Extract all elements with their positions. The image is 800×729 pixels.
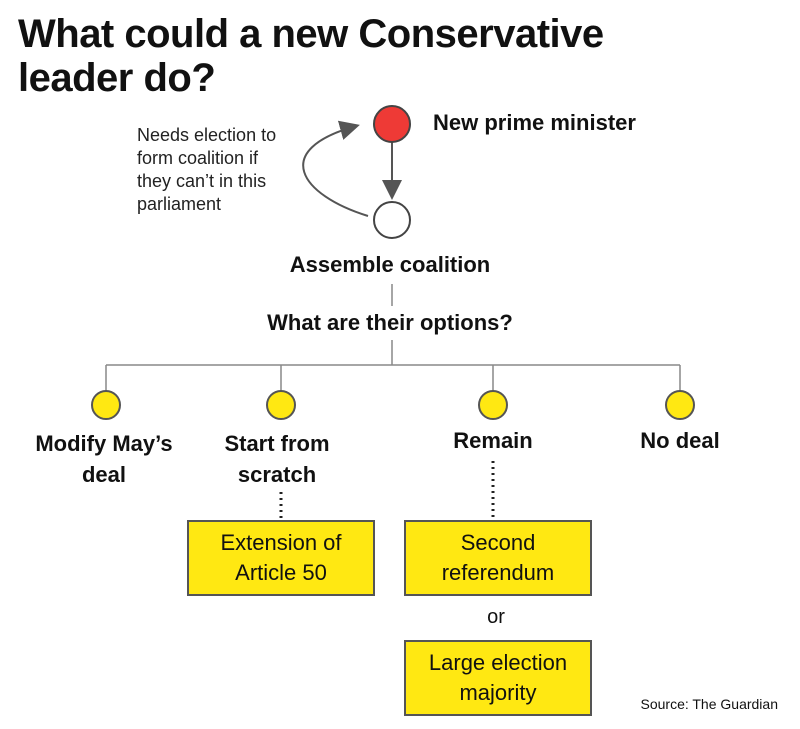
option-label-remain: Remain bbox=[453, 428, 533, 453]
option-label-scratch: Start from scratch bbox=[224, 431, 330, 487]
coalition-label: Assemble coalition bbox=[289, 252, 491, 277]
option-label-modify: Modify May’s deal bbox=[35, 431, 173, 487]
pm-label: New prime minister bbox=[433, 110, 636, 135]
or-connector: or bbox=[487, 606, 505, 628]
outcome-referendum: Second referendum bbox=[404, 520, 592, 596]
option-node-modify bbox=[91, 390, 121, 420]
source-credit: Source: The Guardian bbox=[640, 696, 779, 712]
option-label-nodeal: No deal bbox=[640, 428, 720, 453]
pm-node bbox=[373, 105, 411, 143]
outcome-text: Extension of Article 50 bbox=[220, 530, 342, 585]
election-note: Needs election to form coalition if they… bbox=[137, 125, 277, 214]
outcome-text: Large election majority bbox=[428, 650, 568, 705]
option-node-nodeal bbox=[665, 390, 695, 420]
page-title: What could a new Conservative leader do? bbox=[18, 12, 604, 100]
option-node-scratch bbox=[266, 390, 296, 420]
outcome-election: Large election majority bbox=[404, 640, 592, 716]
outcome-text: Second referendum bbox=[441, 530, 555, 585]
election-loop-arrow bbox=[302, 120, 369, 217]
options-question: What are their options? bbox=[267, 310, 513, 335]
coalition-node bbox=[373, 201, 411, 239]
outcome-extension: Extension of Article 50 bbox=[187, 520, 375, 596]
option-node-remain bbox=[478, 390, 508, 420]
